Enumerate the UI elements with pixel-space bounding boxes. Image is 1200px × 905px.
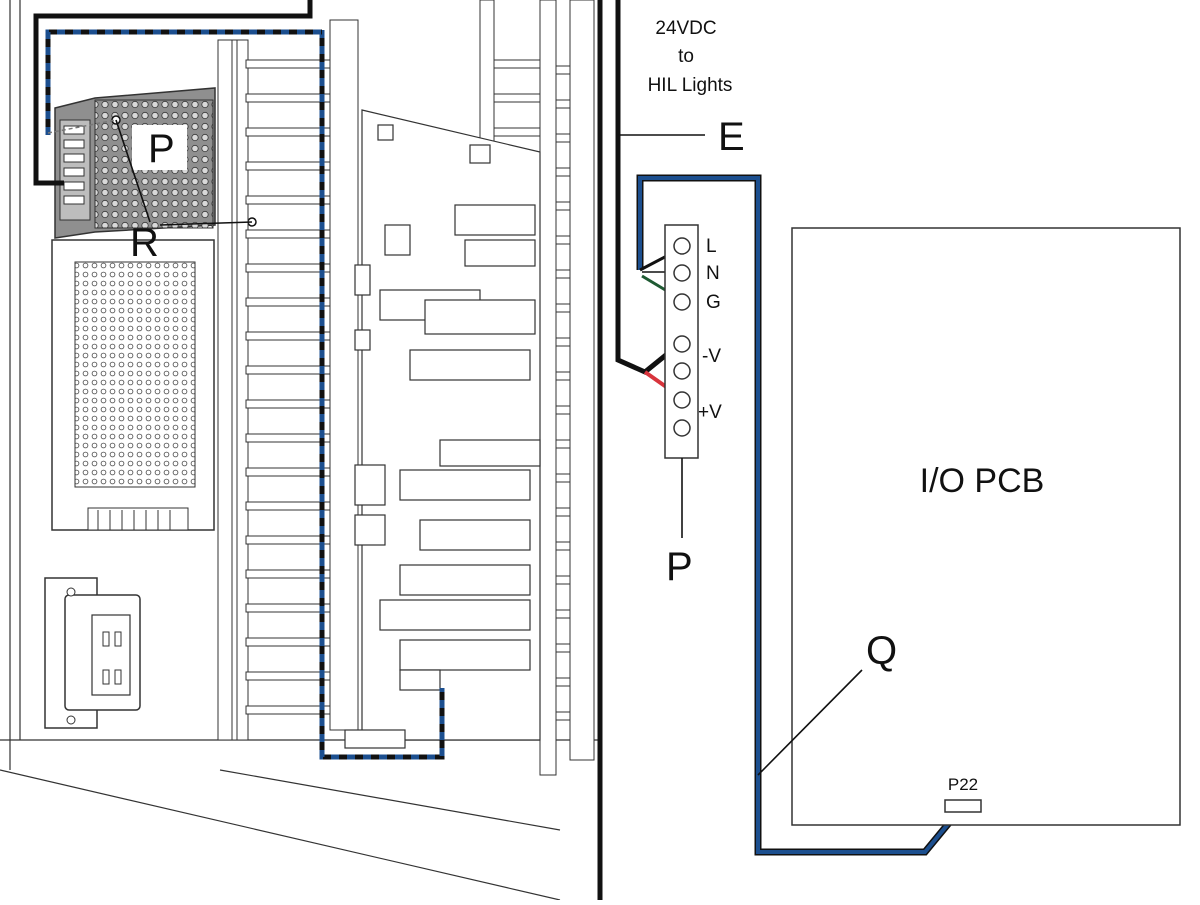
terminal-label-n: N xyxy=(706,263,720,284)
rack-slot xyxy=(245,705,331,715)
note-to: to xyxy=(678,46,694,67)
rack-slot xyxy=(493,59,541,69)
callout-q: Q xyxy=(866,629,897,673)
terminal-n xyxy=(673,264,691,282)
p22-label: P22 xyxy=(948,775,978,794)
terminal-pos-v xyxy=(673,391,691,409)
rack-slot xyxy=(555,235,571,245)
note-destination: HIL Lights xyxy=(648,75,733,96)
cable-q-blue xyxy=(638,176,960,854)
rack-slot xyxy=(555,337,571,347)
rack-slot xyxy=(245,331,331,341)
rack-slot xyxy=(555,677,571,687)
rack-slot xyxy=(245,603,331,613)
rack-slot xyxy=(555,609,571,619)
rack-slot xyxy=(555,269,571,279)
rack-slot xyxy=(555,201,571,211)
rack-slot xyxy=(555,167,571,177)
rack-slot xyxy=(555,303,571,313)
rack-slot xyxy=(245,569,331,579)
io-pcb-board xyxy=(791,227,1181,826)
terminal-block xyxy=(664,224,699,459)
callout-e: E xyxy=(718,115,745,159)
rack-slot xyxy=(555,133,571,143)
terminal-label-neg-v: -V xyxy=(702,346,721,367)
rack-slot xyxy=(555,65,571,75)
power-outlet xyxy=(44,577,141,729)
terminal-g xyxy=(673,293,691,311)
rack-slot xyxy=(245,297,331,307)
rack-slot xyxy=(555,371,571,381)
rack-slot xyxy=(555,473,571,483)
leader-r-2 xyxy=(159,221,253,226)
rack-slot xyxy=(245,93,331,103)
rack-slot xyxy=(493,93,541,103)
dashed-cable-blue xyxy=(319,30,445,760)
rack-slot xyxy=(245,127,331,137)
rack-slot xyxy=(555,541,571,551)
callout-r: R xyxy=(130,221,159,265)
rack-slot xyxy=(555,439,571,449)
rack-slots xyxy=(245,59,571,721)
dashed-cable-top-blue xyxy=(45,29,322,135)
leader-r-1 xyxy=(115,119,151,223)
main-pcb xyxy=(344,109,541,749)
cable-e xyxy=(615,0,684,375)
terminal-blank-2 xyxy=(673,419,691,437)
rack-slot xyxy=(555,99,571,109)
rack-slot xyxy=(555,405,571,415)
terminal-label-l: L xyxy=(706,236,717,257)
rack-slot xyxy=(245,671,331,681)
terminal-label-pos-v: +V xyxy=(698,402,722,423)
rack-slot xyxy=(245,467,331,477)
rack-slot xyxy=(245,535,331,545)
rack-slot xyxy=(555,575,571,585)
rack-slot xyxy=(245,399,331,409)
rack-slot xyxy=(245,195,331,205)
rack-slot xyxy=(245,365,331,375)
rack-slot xyxy=(555,643,571,653)
io-pcb-title: I/O PCB xyxy=(920,462,1045,500)
terminal-l xyxy=(673,237,691,255)
callout-p-lower: P xyxy=(666,545,693,589)
rack-slot xyxy=(245,501,331,511)
rack-slot xyxy=(245,59,331,69)
rack-slot xyxy=(245,637,331,647)
rack-slot xyxy=(245,433,331,443)
terminal-neg-v xyxy=(673,335,691,353)
p22-connector xyxy=(944,799,982,813)
rack-slot xyxy=(493,127,541,137)
black-cable-top xyxy=(33,0,313,186)
rack-slot xyxy=(245,229,331,239)
rack-slot xyxy=(245,263,331,273)
leader-q xyxy=(757,669,863,776)
lower-power-module xyxy=(51,239,215,531)
rack-slot xyxy=(555,507,571,517)
terminal-label-g: G xyxy=(706,292,721,313)
power-supply-unit xyxy=(54,87,257,239)
note-voltage: 24VDC xyxy=(655,18,716,39)
rack-slot xyxy=(245,161,331,171)
terminal-blank-1 xyxy=(673,362,691,380)
rack-slot xyxy=(555,711,571,721)
callout-p-upper: P xyxy=(148,127,175,171)
dashed-lead xyxy=(47,119,117,134)
